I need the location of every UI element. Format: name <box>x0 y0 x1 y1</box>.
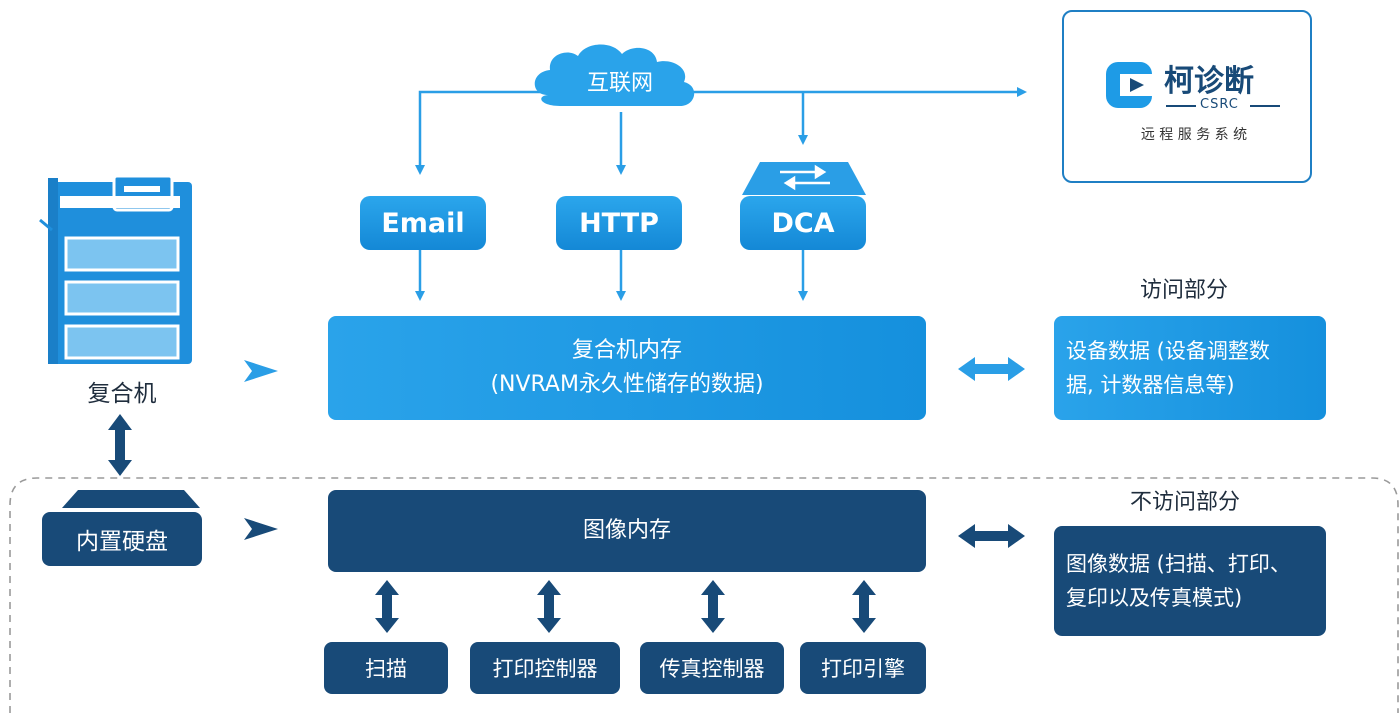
mfp-memory-title: 复合机内存 <box>571 338 682 363</box>
http-box: HTTP <box>556 196 682 250</box>
csrc-logo-rule-right <box>1250 105 1280 107</box>
email-box: Email <box>360 196 486 250</box>
csrc-logo-rule-left <box>1166 105 1196 107</box>
image-data-line1: 图像数据 (扫描、打印、 <box>1066 552 1291 576</box>
print-engine-box: 打印引擎 <box>800 642 926 694</box>
internet-arrows <box>415 87 1027 301</box>
hdd-icon <box>62 490 200 508</box>
fax-controller-box: 传真控制器 <box>640 642 784 694</box>
mfp-memory-box: 复合机内存 (NVRAM永久性储存的数据) <box>328 316 926 420</box>
scan-box: 扫描 <box>324 642 448 694</box>
access-double-arrow <box>958 357 1025 381</box>
internet-label: 互联网 <box>586 71 653 96</box>
hdd-box: 内置硬盘 <box>42 512 202 566</box>
chevron-hdd <box>244 518 278 540</box>
mfp-memory-subtitle: (NVRAM永久性储存的数据) <box>490 372 764 397</box>
image-data-line2: 复印以及传真模式) <box>1066 586 1243 610</box>
print-controller-box: 打印控制器 <box>470 642 620 694</box>
printer-hdd-arrow <box>108 414 132 476</box>
device-data-box: 设备数据 (设备调整数 据, 计数器信息等) <box>1054 316 1326 420</box>
image-memory-box: 图像内存 <box>328 490 926 572</box>
printer-label: 复合机 <box>87 381 157 407</box>
image-data-box: 图像数据 (扫描、打印、 复印以及传真模式) <box>1054 526 1326 636</box>
device-data-line1: 设备数据 (设备调整数 <box>1066 339 1270 363</box>
csrc-logo-icon <box>1106 62 1152 108</box>
csrc-logo-name: 柯诊断 <box>1164 64 1254 99</box>
cloud-icon <box>534 44 695 106</box>
no-access-heading: 不访问部分 <box>1130 490 1241 515</box>
no-access-region-border <box>9 477 1399 713</box>
dca-hub-icon <box>742 162 866 195</box>
csrc-logo-code: CSRC <box>1200 97 1239 112</box>
printer-icon <box>39 174 192 364</box>
dca-box: DCA <box>740 196 866 250</box>
csrc-logo-tagline: 远 程 服 务 系 统 <box>1140 127 1248 143</box>
device-data-line2: 据, 计数器信息等) <box>1066 373 1235 397</box>
access-heading: 访问部分 <box>1140 278 1229 303</box>
chevron-printer <box>244 360 278 382</box>
no-access-double-arrow <box>958 524 1025 548</box>
csrc-logo-box: 柯诊断 CSRC 远 程 服 务 系 统 <box>1062 10 1312 183</box>
